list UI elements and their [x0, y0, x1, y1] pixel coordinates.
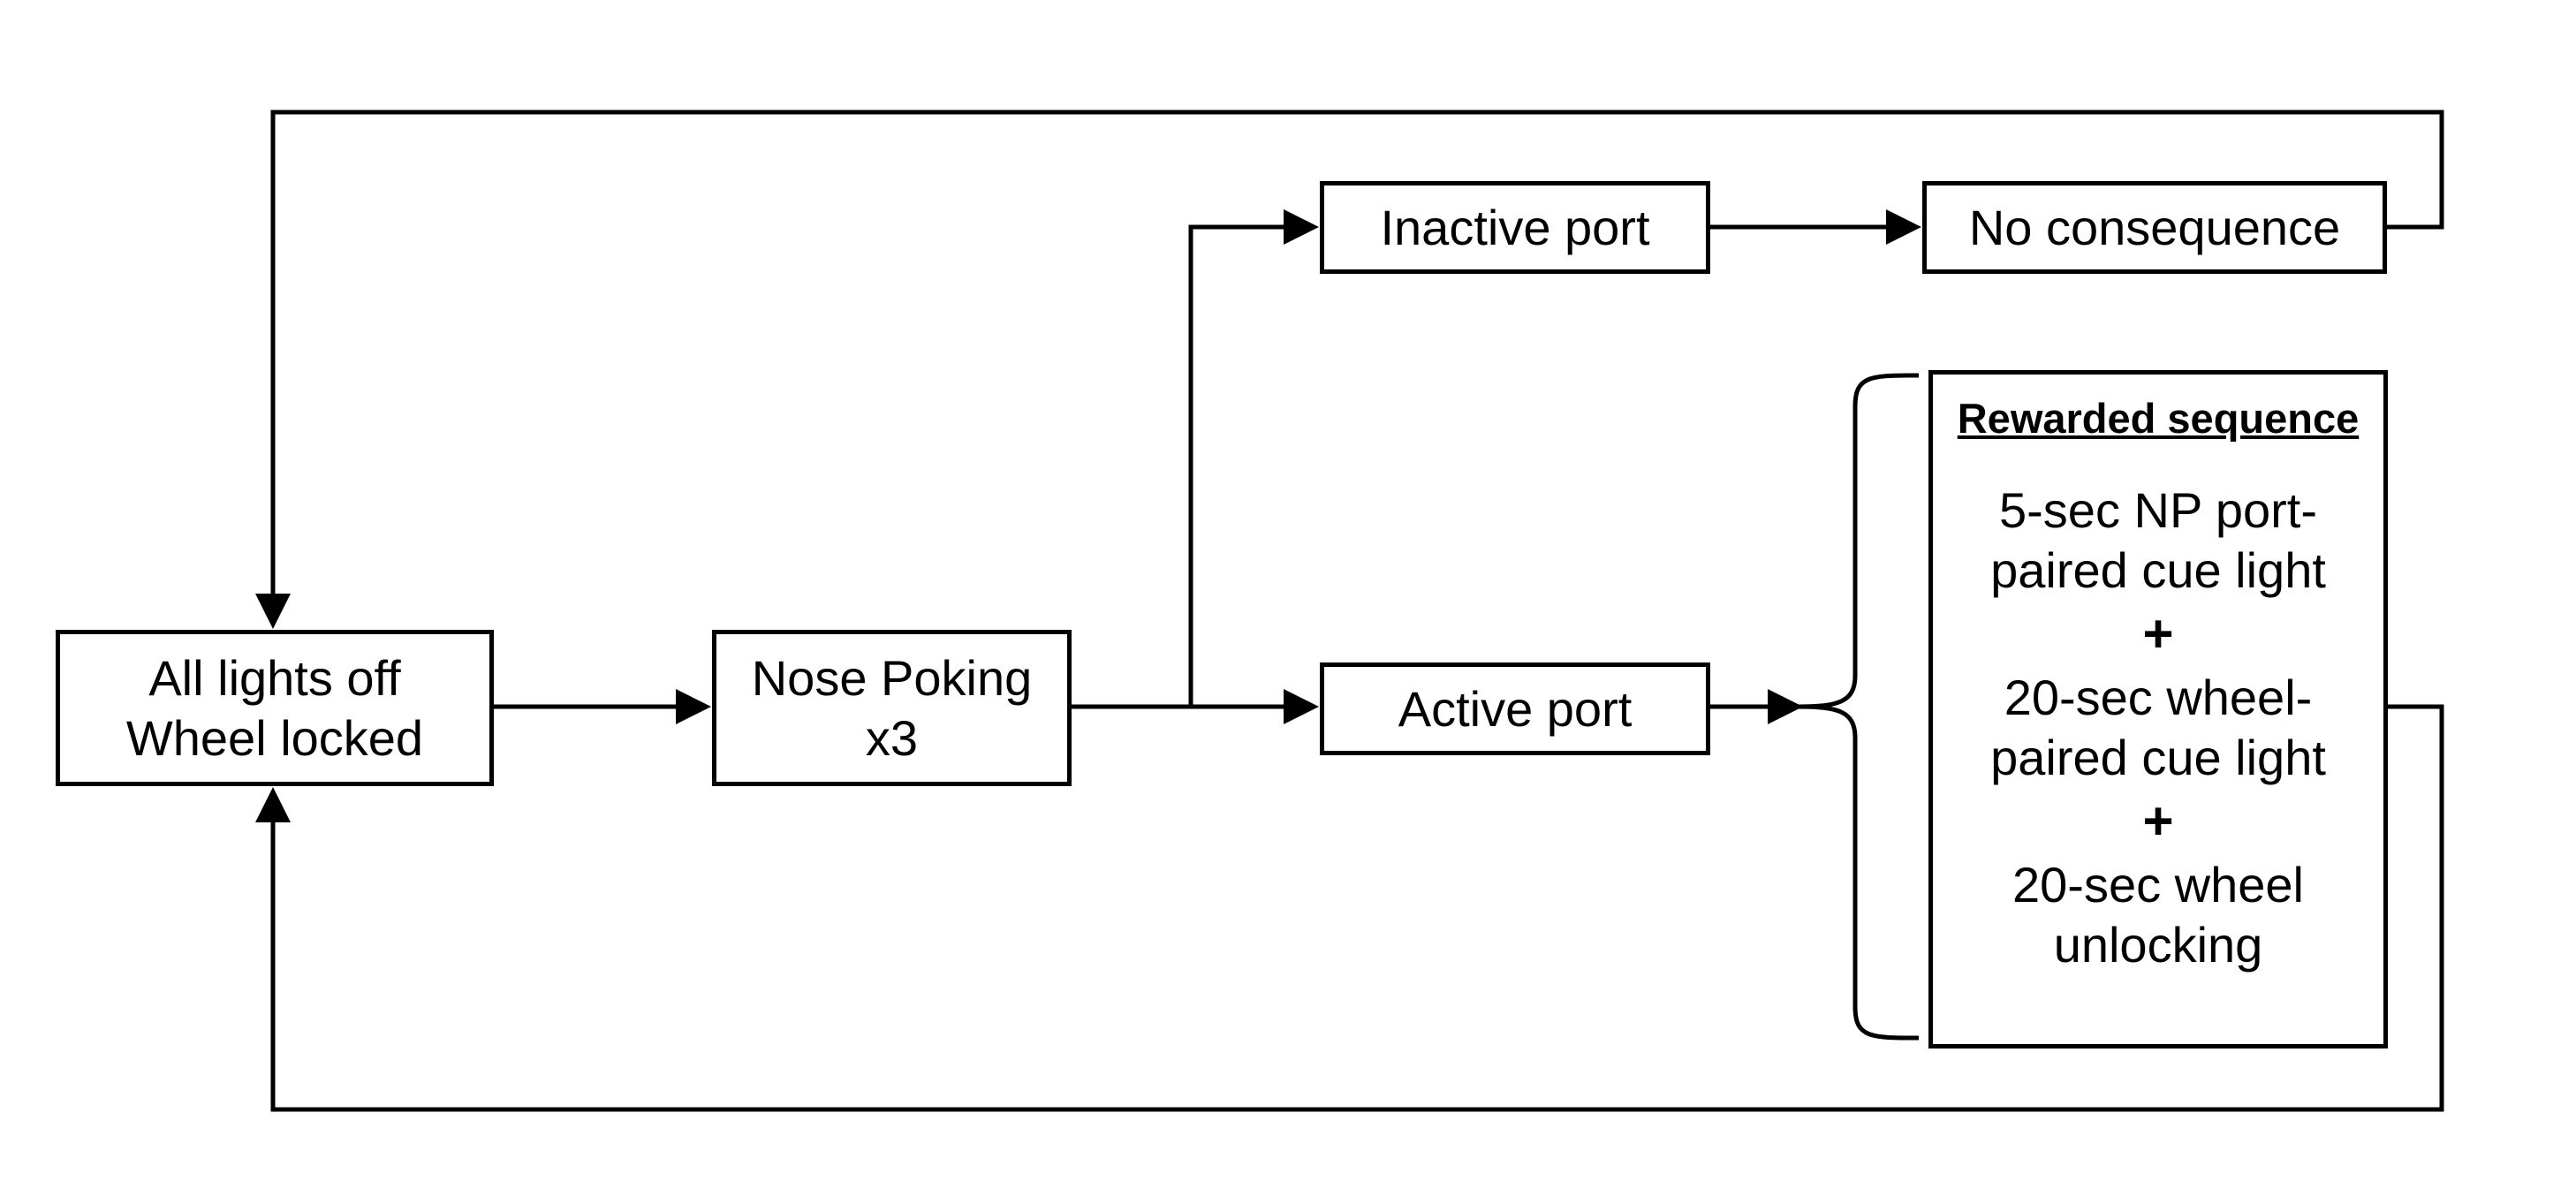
- node-all-lights-off: All lights off Wheel locked: [56, 630, 494, 786]
- edge-nose-poke-to-inactive-port: [1188, 209, 1319, 707]
- node-nose-poke-line1: Nose Poking: [751, 649, 1033, 706]
- edge-rewarded-sequence-to-start: [255, 704, 2444, 1112]
- reward-step1-line1: 5-sec NP port-: [1999, 482, 2317, 538]
- reward-step1-line2: paired cue light: [1990, 542, 2326, 598]
- reward-step2-line1: 20-sec wheel-: [2004, 670, 2313, 725]
- node-active-port: Active port: [1320, 662, 1710, 755]
- reward-step3-line1: 20-sec wheel: [2012, 857, 2304, 912]
- rewarded-sequence-title: Rewarded sequence: [1957, 395, 2360, 442]
- node-active-port-label: Active port: [1398, 680, 1633, 737]
- node-no-consequence: No consequence: [1922, 181, 2387, 274]
- edge-no-consequence-to-start: [255, 110, 2444, 629]
- node-nose-poke-line2: x3: [865, 709, 919, 766]
- reward-plus-sign-2: +: [2142, 791, 2174, 851]
- node-start-line1: All lights off: [148, 649, 401, 706]
- reward-step3-line2: unlocking: [2053, 917, 2263, 973]
- node-nose-poking: Nose Poking x3: [712, 630, 1072, 786]
- reward-plus-sign-1: +: [2142, 604, 2174, 663]
- node-no-consequence-label: No consequence: [1968, 199, 2341, 255]
- node-inactive-port: Inactive port: [1320, 181, 1710, 274]
- reward-step2-line2: paired cue light: [1990, 730, 2326, 785]
- rewarded-sequence-brace: [1798, 373, 1920, 1041]
- node-start-line2: Wheel locked: [125, 709, 424, 766]
- node-rewarded-sequence: Rewarded sequence 5-sec NP port- paired …: [1928, 370, 2388, 1049]
- node-inactive-port-label: Inactive port: [1380, 199, 1650, 255]
